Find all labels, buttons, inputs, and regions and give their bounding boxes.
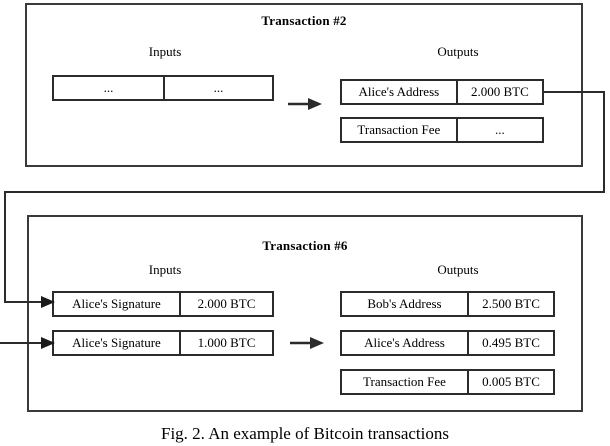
transaction-6-output-row[interactable]: Bob's Address 2.500 BTC [340, 291, 555, 317]
transaction-6-input-row[interactable]: Alice's Signature 1.000 BTC [52, 330, 274, 356]
transaction-6-inputs-heading: Inputs [148, 262, 182, 277]
transaction-6-input-label: Alice's Signature [54, 293, 181, 315]
transaction-6-flow-arrow-icon [290, 337, 324, 349]
transaction-6-input-label: Alice's Signature [54, 332, 181, 354]
transaction-6-output-amount: 0.005 BTC [482, 374, 540, 389]
transaction-2-input-amount: ... [213, 80, 224, 95]
transaction-2-output-label: Alice's Address [342, 81, 458, 103]
transaction-6-input-amount: 1.000 BTC [197, 335, 256, 350]
transaction-2-output-label: Transaction Fee [342, 119, 458, 141]
transaction-2-flow-arrow-icon [288, 98, 322, 110]
transaction-2-input-label: ... [54, 77, 165, 99]
figure-caption: Fig. 2. An example of Bitcoin transactio… [160, 424, 449, 443]
transaction-2-output-amount: 2.000 BTC [470, 84, 529, 99]
transaction-6-output-amount: 2.500 BTC [482, 296, 540, 311]
transaction-6-output-label: Transaction Fee [342, 371, 469, 393]
transaction-2-input-row[interactable]: ... ... [52, 75, 274, 101]
transaction-6-output-row[interactable]: Alice's Address 0.495 BTC [340, 330, 555, 356]
transaction-2-output-row[interactable]: Alice's Address 2.000 BTC [340, 79, 544, 105]
transaction-6-output-amount: 0.495 BTC [482, 335, 540, 350]
transaction-2-outputs-heading: Outputs [437, 44, 479, 59]
transaction-6-input-row[interactable]: Alice's Signature 2.000 BTC [52, 291, 274, 317]
transaction-6-output-row[interactable]: Transaction Fee 0.005 BTC [340, 369, 555, 395]
transaction-2-output-row[interactable]: Transaction Fee ... [340, 117, 544, 143]
transaction-6-outputs-heading: Outputs [437, 262, 479, 277]
transaction-2-title: Transaction #2 [261, 13, 347, 28]
transaction-2-inputs-heading: Inputs [148, 44, 182, 59]
transaction-6-output-label: Bob's Address [342, 293, 469, 315]
transaction-6-title: Transaction #6 [262, 238, 348, 253]
transaction-6-input-amount: 2.000 BTC [197, 296, 256, 311]
transaction-2-output-amount: ... [494, 122, 505, 137]
transaction-6-output-label: Alice's Address [342, 332, 469, 354]
